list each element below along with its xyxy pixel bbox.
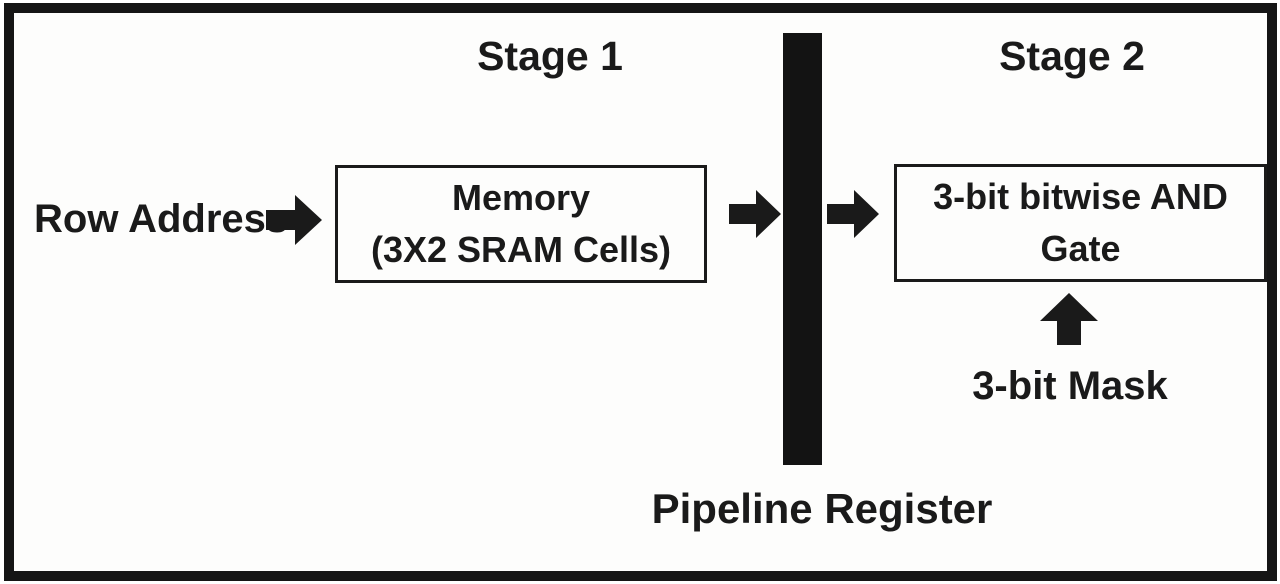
pipeline-register-bar <box>783 33 822 465</box>
arrow-right-icon <box>266 193 322 247</box>
memory-box-line2: (3X2 SRAM Cells) <box>370 229 672 270</box>
and-gate-box-line2: Gate <box>1040 228 1121 269</box>
mask-label: 3-bit Mask <box>972 364 1168 408</box>
stage2-label: Stage 2 <box>999 33 1145 79</box>
arrow-right-icon <box>827 188 879 240</box>
arrow-right-icon <box>729 188 781 240</box>
and-gate-box: 3-bit bitwise AND Gate <box>894 164 1267 282</box>
row-address-label: Row Address <box>34 197 289 241</box>
stage1-label: Stage 1 <box>477 33 623 79</box>
pipeline-register-label: Pipeline Register <box>651 485 993 532</box>
memory-box: Memory (3X2 SRAM Cells) <box>335 165 707 283</box>
arrow-up-icon <box>1040 293 1098 345</box>
and-gate-box-line1: 3-bit bitwise AND <box>933 175 1228 217</box>
memory-box-line1: Memory <box>451 176 591 218</box>
diagram-frame <box>4 3 1277 581</box>
